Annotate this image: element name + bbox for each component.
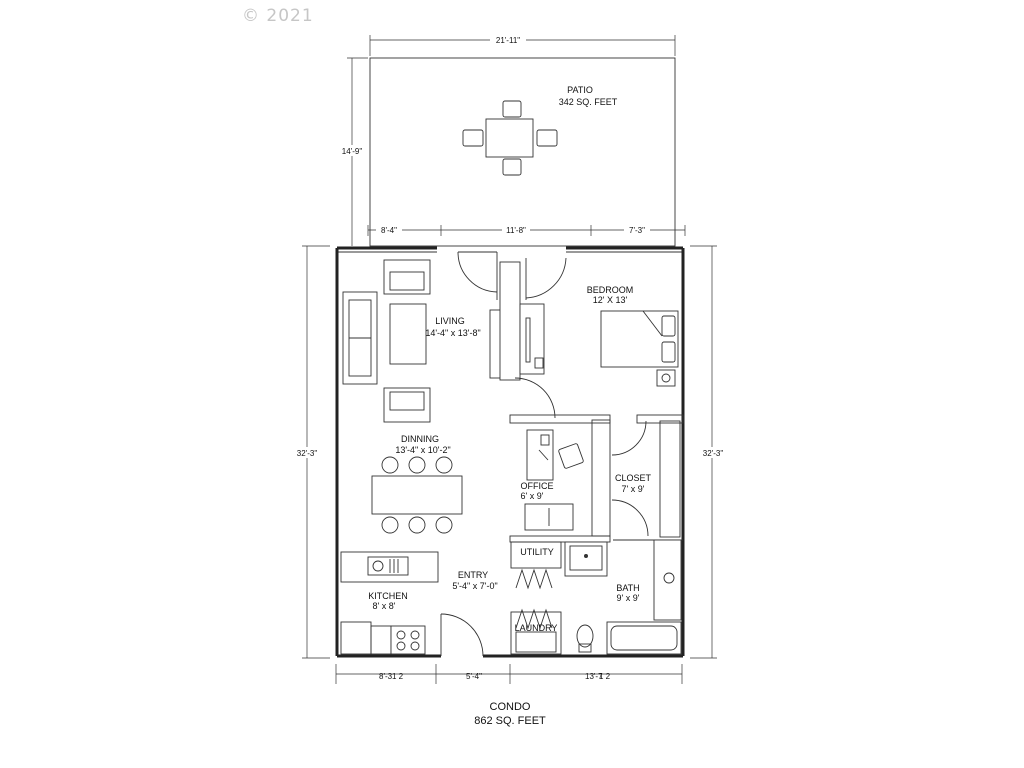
bath-vanity	[653, 539, 682, 621]
entry-size: 5'-4" x 7'-0"	[452, 581, 497, 591]
patio-dimensions: 21'-11" 14'-9"	[336, 35, 676, 246]
patio-table-set	[462, 100, 558, 176]
dim-bottom-middle: 5'-4"	[466, 672, 482, 681]
office-size: 6' x 9'	[521, 491, 544, 501]
dim-bottom-right: 13'-7	[585, 672, 603, 681]
patio-size: 342 SQ. FEET	[559, 97, 618, 107]
dim-height-right: 32'-3"	[703, 449, 724, 458]
dim-bottom-left-fraction: 1 2	[392, 672, 404, 681]
dim-patio-width: 21'-11"	[496, 36, 520, 45]
bedroom-patio-door	[525, 257, 567, 300]
closet-size: 7' x 9'	[622, 484, 645, 494]
top-dimensions: 8'-4" 11'-8" 7'-3"	[367, 225, 686, 236]
water-heater	[564, 541, 608, 577]
dim-bottom-left: 8'-3	[379, 672, 393, 681]
dim-height-left: 32'-3"	[297, 449, 318, 458]
patio-outline	[369, 57, 676, 247]
living-room: LIVING 14'-4" x 13'-8"	[342, 259, 545, 423]
utility-bifold-door	[515, 568, 553, 590]
caption-area: 862 SQ. FEET	[474, 715, 546, 727]
kitchen-counter	[340, 551, 439, 583]
bottom-dimensions: 8'-3 1 2 5'-4" 13'-7 1 2	[335, 664, 683, 684]
stove	[390, 625, 426, 655]
patio-area: PATIO 342 SQ. FEET	[369, 57, 676, 247]
dining-label: DINNING	[401, 434, 439, 444]
office: OFFICE 6' x 9'	[521, 429, 584, 531]
office-chair	[558, 443, 584, 469]
toilet	[576, 624, 594, 648]
side-dimensions: 32'-3" 32'-3"	[293, 245, 728, 659]
closet: CLOSET 7' x 9'	[615, 473, 652, 494]
living-label: LIVING	[435, 316, 465, 326]
patio-label: PATIO	[567, 85, 593, 95]
dim-patio-depth: 14'-9"	[342, 147, 363, 156]
laundry-label: LAUNDRY	[515, 623, 558, 633]
kitchen-sink	[367, 556, 409, 576]
bedroom-size: 12' X 13'	[593, 295, 628, 305]
armchair-bottom	[383, 387, 431, 423]
dining-size: 13'-4" x 10'-2"	[395, 445, 450, 455]
entry-door-swing	[440, 613, 484, 657]
kitchen-label: KITCHEN	[368, 591, 408, 601]
caption-title: CONDO	[490, 701, 531, 713]
bathroom: BATH 9' x 9'	[576, 539, 682, 655]
nightstand	[656, 369, 676, 387]
closet-label: CLOSET	[615, 473, 652, 483]
laundry-room: LAUNDRY	[510, 608, 562, 655]
bath-size: 9' x 9'	[617, 593, 640, 603]
bed	[600, 310, 679, 368]
coffee-table	[389, 303, 427, 365]
bathtub	[606, 621, 682, 655]
living-patio-door	[457, 251, 498, 300]
office-label: OFFICE	[521, 481, 554, 491]
outer-walls	[335, 246, 685, 658]
utility-label: UTILITY	[520, 547, 554, 557]
kitchen-size: 8' x 8'	[373, 601, 396, 611]
dim-bottom-right-fraction: 1 2	[599, 672, 611, 681]
interior-walls	[509, 377, 684, 543]
washer-dryer	[515, 631, 557, 653]
kitchen: KITCHEN 8' x 8'	[340, 551, 439, 655]
dim-top-left: 8'-4"	[381, 226, 397, 235]
dim-top-right: 7'-3"	[629, 226, 645, 235]
copyright-watermark: © 2021	[242, 6, 314, 26]
living-size: 14'-4" x 13'-8"	[425, 328, 480, 338]
bedroom: BEDROOM 12' X 13'	[587, 285, 679, 387]
dining-table	[371, 475, 463, 515]
bedroom-label: BEDROOM	[587, 285, 634, 295]
entry: ENTRY 5'-4" x 7'-0"	[440, 570, 498, 657]
dining-room: DINNING 13'-4" x 10'-2"	[371, 434, 463, 534]
entry-label: ENTRY	[458, 570, 488, 580]
utility-room: UTILITY	[510, 541, 608, 590]
dim-top-middle: 11'-8"	[506, 226, 526, 235]
armchair-top	[383, 259, 431, 295]
bath-label: BATH	[616, 583, 639, 593]
fridge	[340, 621, 372, 655]
